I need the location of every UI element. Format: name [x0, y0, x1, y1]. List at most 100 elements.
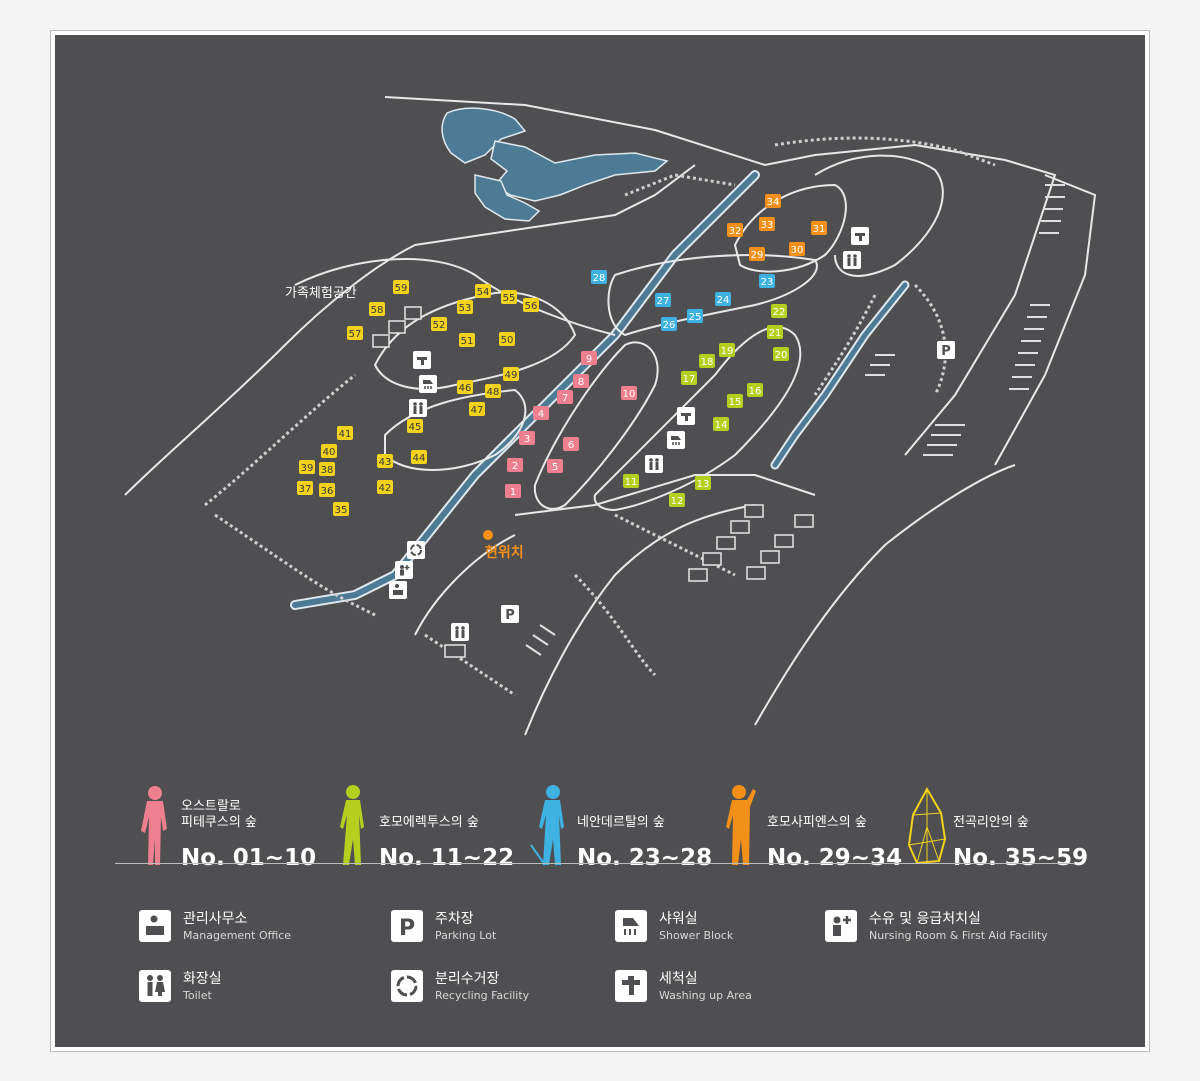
- campsite-number: 53: [459, 303, 472, 314]
- campsite-number: 40: [323, 447, 336, 458]
- campsite-badge: [557, 390, 573, 404]
- parking-stripes-east: [1009, 184, 1065, 390]
- campsite-badge: [469, 402, 485, 416]
- homo-sapiens-figure-icon: [726, 785, 756, 865]
- cabin: [716, 536, 736, 550]
- campsite-6: 6: [563, 437, 579, 451]
- campsite-number: 38: [321, 465, 334, 476]
- campsite-badge: [759, 217, 775, 231]
- campsite-24: 24: [715, 292, 731, 306]
- era-name: 호모에렉투스의 숲: [379, 815, 479, 830]
- campsite-14: 14: [713, 417, 729, 431]
- campsite-35: 35: [333, 502, 349, 516]
- campsite-number: 55: [503, 293, 516, 304]
- nursing-first-aid-icon: [395, 561, 413, 579]
- era-range: No. 01~10: [181, 845, 317, 871]
- campsite-33: 33: [759, 217, 775, 231]
- era-name: 전곡리안의 숲: [953, 815, 1029, 830]
- campsite-badge: [319, 483, 335, 497]
- campsite-56: 56: [523, 298, 539, 312]
- road-loop-d: [593, 326, 802, 512]
- campsite-55: 55: [501, 290, 517, 304]
- road-loop-g: [814, 154, 944, 277]
- washing-icon: [677, 407, 695, 425]
- shower-icon: [667, 431, 685, 449]
- campsite-18: 18: [699, 354, 715, 368]
- campsite-10: 10: [621, 386, 637, 400]
- cabin: [444, 644, 466, 658]
- campsite-number: 6: [568, 440, 574, 451]
- campsite-47: 47: [469, 402, 485, 416]
- campsite-badge: [501, 290, 517, 304]
- campsite-46: 46: [457, 380, 473, 394]
- road-southeast: [754, 464, 1016, 726]
- shower-icon: [419, 375, 437, 393]
- campsite-number: 19: [721, 346, 734, 357]
- era-name: 호모사피엔스의 숲: [767, 815, 867, 830]
- road-ring-west: [294, 257, 616, 336]
- stream-water: [292, 172, 758, 608]
- campsite-number: 4: [538, 409, 544, 420]
- campsite-number: 24: [717, 295, 730, 306]
- campsite-badge: [369, 302, 385, 316]
- road-east: [904, 159, 1057, 456]
- campsite-44: 44: [411, 450, 427, 464]
- campsite-37: 37: [297, 481, 313, 495]
- campsite-13: 13: [695, 476, 711, 490]
- parking-icon: P: [937, 341, 955, 359]
- cabin: [794, 514, 814, 528]
- campsite-badge: [789, 242, 805, 256]
- campsite-21: 21: [767, 325, 783, 339]
- campsite-48: 48: [485, 384, 501, 398]
- parking-icon: P: [391, 910, 423, 942]
- campsite-number: 30: [791, 245, 804, 256]
- campsite-8: 8: [573, 374, 589, 388]
- era-jeongokrian: 전곡리안의 숲 No. 35~59: [905, 765, 1105, 875]
- tree-belt-southwest: [424, 633, 516, 697]
- campsite-badge: [407, 419, 423, 433]
- road-loop-e: [607, 254, 818, 337]
- campsite-badge: [623, 474, 639, 488]
- era-range: No. 23~28: [577, 845, 713, 871]
- hand-axe-icon: [907, 786, 947, 865]
- campsite-badge: [319, 462, 335, 476]
- svg-text:P: P: [399, 916, 415, 941]
- campsite-34: 34: [765, 194, 781, 208]
- campsite-badge: [333, 502, 349, 516]
- cabin: [688, 568, 708, 582]
- road-south-2: [524, 504, 756, 736]
- campsite-number: 49: [505, 370, 518, 381]
- campsite-badge: [591, 270, 607, 284]
- campsite-badge: [347, 326, 363, 340]
- washing-icon: [413, 351, 431, 369]
- homo-erectus-figure-icon: [340, 785, 364, 865]
- campsite-badge: [393, 280, 409, 294]
- campsite-number: 15: [729, 397, 742, 408]
- parking-stripes-south: [525, 624, 556, 656]
- campsite-number: 35: [335, 505, 348, 516]
- era-range: No. 35~59: [953, 845, 1089, 871]
- road-south: [514, 474, 816, 516]
- campsite-badge: [765, 194, 781, 208]
- campsite-number: 22: [773, 307, 786, 318]
- australopithecus-figure-icon: [141, 786, 167, 865]
- campsite-28: 28: [591, 270, 607, 284]
- campsite-59: 59: [393, 280, 409, 294]
- campsite-number: 25: [689, 312, 702, 323]
- campsite-36: 36: [319, 483, 335, 497]
- campsite-31: 31: [811, 221, 827, 235]
- campsite-15: 15: [727, 394, 743, 408]
- cabin: [746, 566, 766, 580]
- campsite-58: 58: [369, 302, 385, 316]
- campsite-badge: [457, 380, 473, 394]
- campsite-number: 51: [461, 336, 474, 347]
- campsite-number: 16: [749, 386, 762, 397]
- campsite-badge: [771, 304, 787, 318]
- campsite-number: 47: [471, 405, 484, 416]
- campsite-40: 40: [321, 444, 337, 458]
- cabin: [744, 504, 764, 518]
- current-location-marker: [483, 530, 493, 540]
